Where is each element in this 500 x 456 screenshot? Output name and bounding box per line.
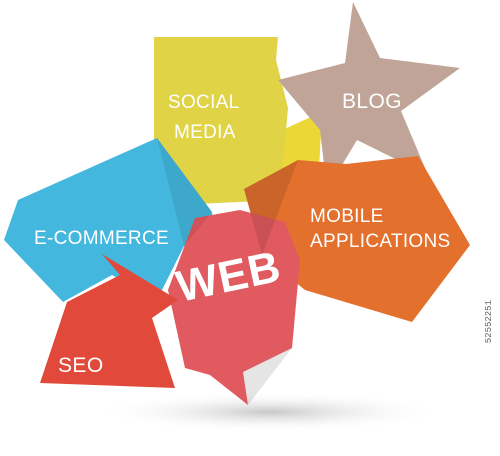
stock-id-text: 52552251 xyxy=(484,300,494,344)
seo-label: SEO xyxy=(58,354,104,377)
mobile-applications-label-line1: MOBILE xyxy=(310,206,384,227)
mobile-applications-panel xyxy=(244,156,470,322)
seo-fold-shade xyxy=(102,254,150,310)
web-panel xyxy=(168,210,300,405)
seo-arrow xyxy=(40,254,178,388)
floor-shadow xyxy=(95,392,445,432)
web-fold-shade xyxy=(243,348,292,405)
mobile-applications-label-line2: APPLICATIONS xyxy=(310,231,451,252)
ecommerce-panel xyxy=(4,138,216,302)
social-media-label-line2: MEDIA xyxy=(174,122,236,143)
social-media-label-line1: SOCIAL xyxy=(168,92,240,113)
yellow-fold-small xyxy=(280,122,306,172)
ecommerce-fold-shade xyxy=(157,138,212,246)
social-media-panel xyxy=(154,37,288,205)
blog-star xyxy=(278,2,460,190)
blog-label: BLOG xyxy=(342,90,402,113)
mobile-fold-shade xyxy=(244,160,298,255)
ecommerce-label: E-COMMERCE xyxy=(34,228,169,249)
